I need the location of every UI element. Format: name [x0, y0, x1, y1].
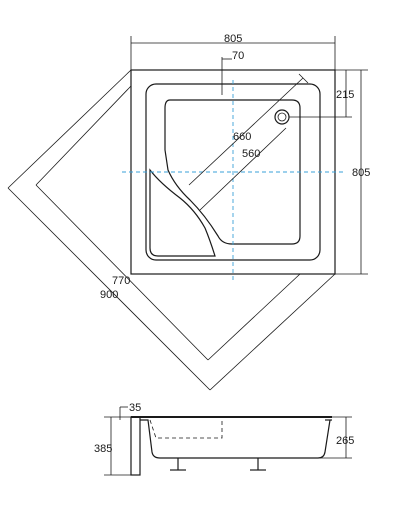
- drain-inner-icon: [277, 112, 287, 122]
- diagonal-900-label: 900: [100, 289, 118, 301]
- side-seat-profile: [149, 419, 223, 439]
- diagonal-560-label: 560: [242, 148, 260, 160]
- diagonal-770-line: [35, 184, 209, 361]
- diagonal-900-line: [7, 187, 211, 391]
- right-height-label: 805: [352, 167, 370, 179]
- side-265-label: 265: [336, 435, 354, 447]
- side-front-panel: [130, 416, 141, 476]
- drain-icon: [274, 109, 290, 125]
- tray-seat: [149, 168, 216, 257]
- top-view: 805 70 805 215 660 560 770 900: [7, 33, 370, 391]
- side-385-label: 385: [94, 443, 112, 455]
- tray-basin: [164, 99, 301, 245]
- diagonal-770-label: 770: [112, 275, 130, 287]
- diagonal-560-line: [199, 127, 287, 211]
- side-view: 35 385 265: [94, 402, 354, 476]
- offset-70-label: 70: [232, 50, 244, 62]
- top-width-label: 805: [224, 33, 242, 45]
- drain-distance-label: 215: [336, 89, 354, 101]
- diagonal-660-label: 660: [233, 131, 251, 143]
- side-tray-body: [140, 419, 331, 459]
- diagonal-660-line: [188, 77, 304, 186]
- side-35-label: 35: [129, 402, 141, 414]
